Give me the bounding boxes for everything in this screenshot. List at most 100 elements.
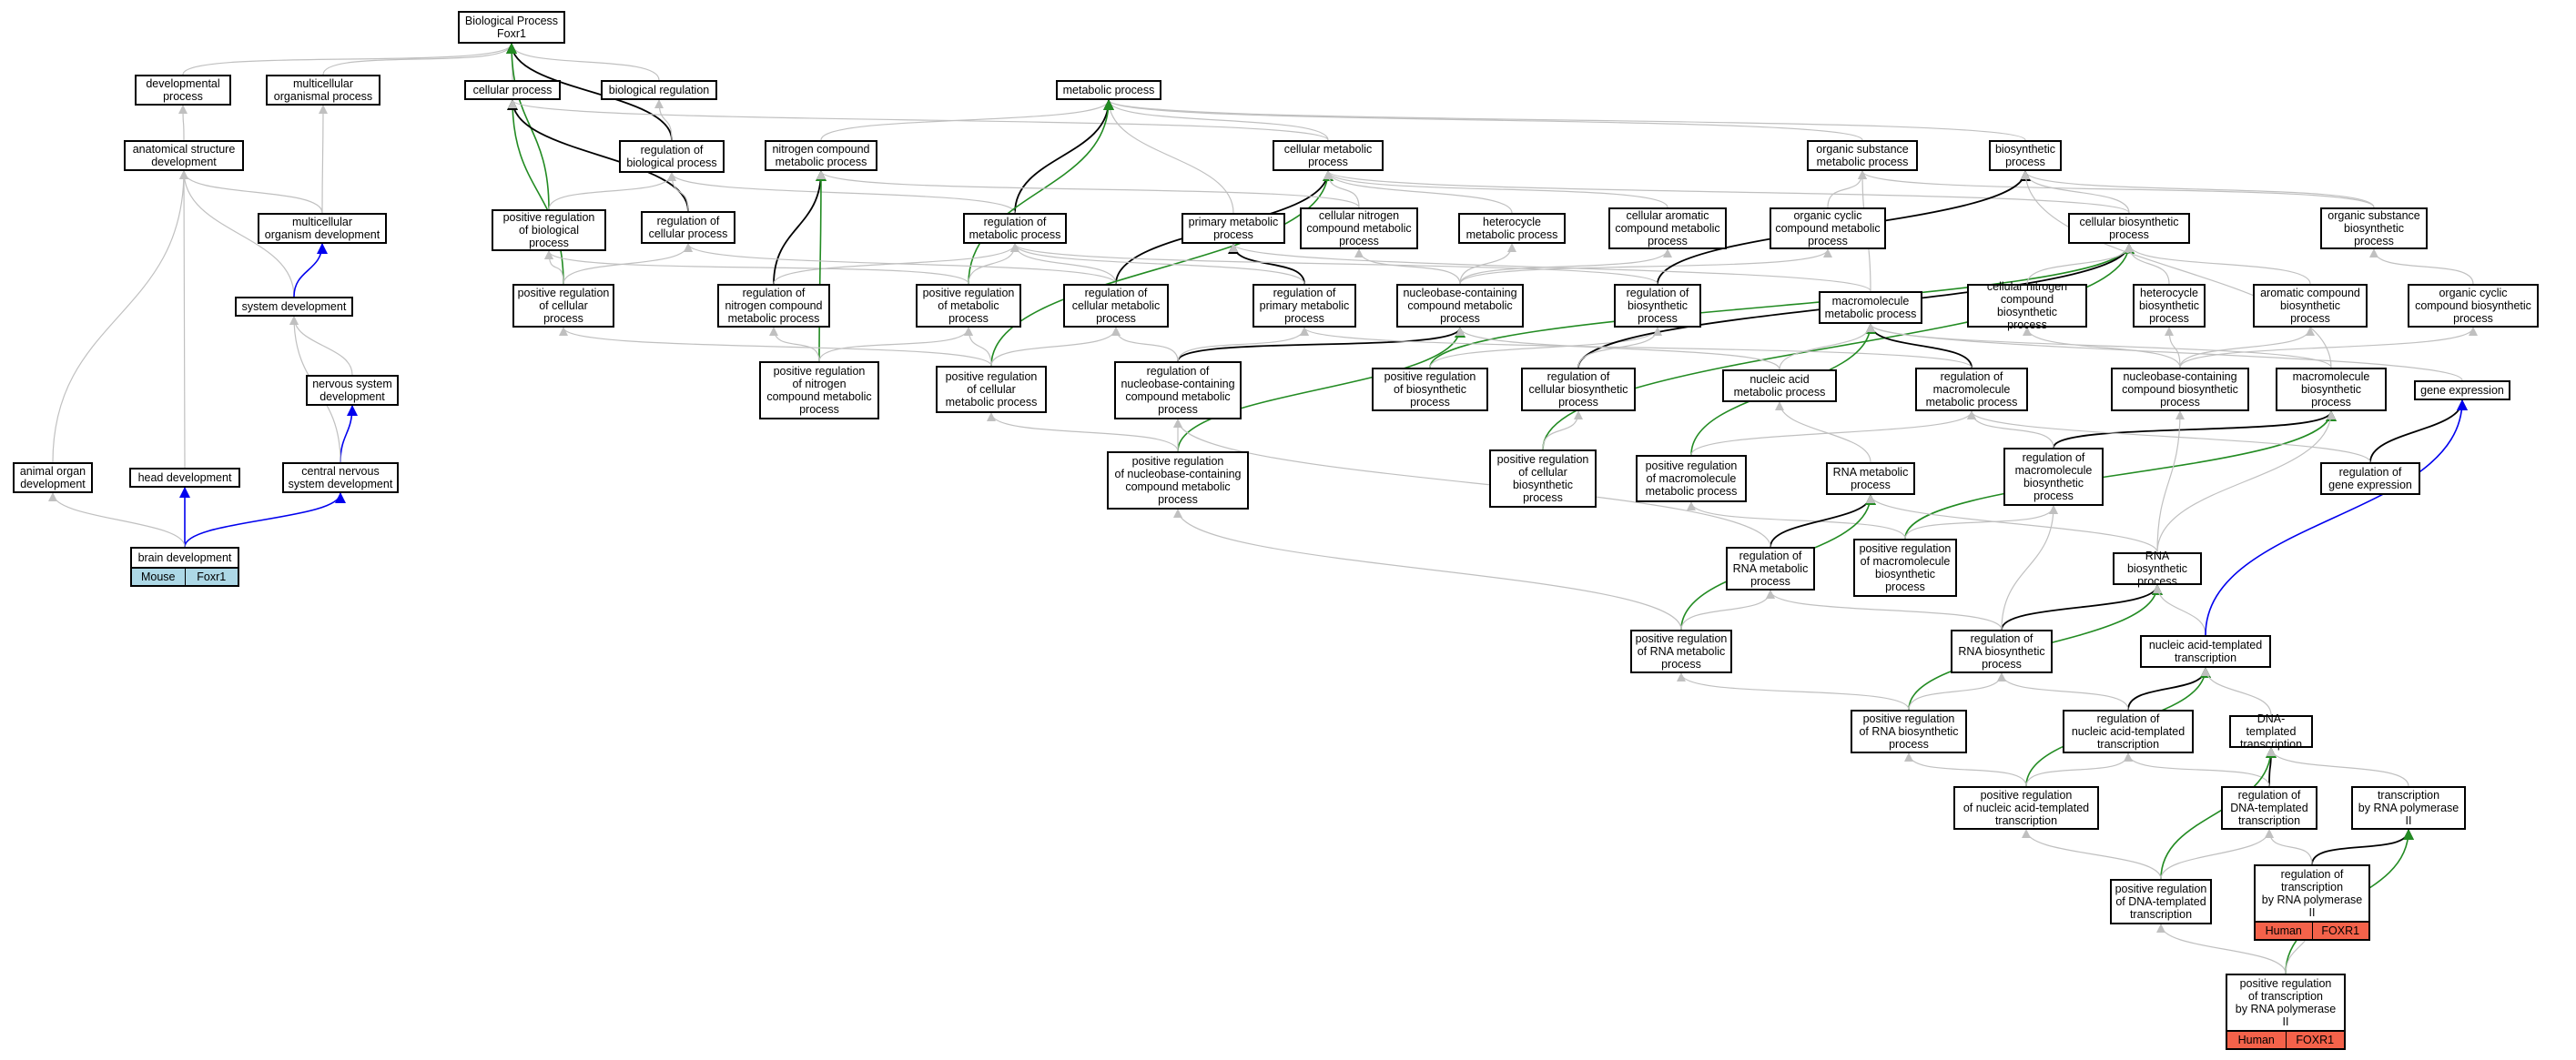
node-geneexp[interactable]: gene expression bbox=[2414, 380, 2510, 400]
is-a-edge bbox=[1866, 494, 2158, 553]
node-orgsubbio[interactable]: organic substance biosynthetic process bbox=[2320, 207, 2428, 249]
node-macrobio[interactable]: macromolecule biosynthetic process bbox=[2276, 368, 2387, 411]
node-cellmet[interactable]: cellular metabolic process bbox=[1273, 140, 1384, 171]
node-regdnatrans[interactable]: regulation of DNA-templated transcriptio… bbox=[2221, 786, 2317, 830]
node-headdev[interactable]: head development bbox=[129, 468, 240, 488]
node-devproc[interactable]: developmental process bbox=[135, 75, 231, 106]
is-a-edge bbox=[179, 170, 295, 298]
part-of-edge bbox=[293, 243, 328, 298]
is-a-edge bbox=[2369, 248, 2474, 285]
node-aromet[interactable]: cellular aromatic compound metabolic pro… bbox=[1608, 207, 1727, 249]
node-orgcycbio[interactable]: organic cyclic compound biosynthetic pro… bbox=[2408, 284, 2539, 328]
is-a-edge bbox=[48, 492, 186, 548]
positively-regulates-edge bbox=[990, 170, 1334, 367]
node-hetmet[interactable]: heterocycle metabolic process bbox=[1458, 213, 1566, 244]
node-primmet[interactable]: primary metabolic process bbox=[1182, 213, 1285, 244]
node-cnsdev[interactable]: central nervous system development bbox=[282, 462, 399, 493]
node-regnuc[interactable]: regulation of nucleobase-containing comp… bbox=[1114, 361, 1242, 419]
species-tag: Human bbox=[2256, 923, 2312, 939]
node-nucmet[interactable]: nucleobase-containing compound metabolic… bbox=[1396, 284, 1524, 328]
node-posregmet[interactable]: positive regulation of metabolic process bbox=[916, 284, 1021, 328]
node-posregdnatrans[interactable]: positive regulation of DNA-templated tra… bbox=[2110, 879, 2212, 924]
node-nitro[interactable]: nitrogen compound metabolic process bbox=[765, 140, 877, 171]
node-posregnuc[interactable]: positive regulation of nucleobase-contai… bbox=[1107, 451, 1249, 510]
node-regbio[interactable]: regulation of biological process bbox=[619, 140, 725, 173]
node-nsdev[interactable]: nervous system development bbox=[306, 375, 399, 406]
node-biosyn[interactable]: biosynthetic process bbox=[1989, 140, 2062, 171]
regulates-edge bbox=[2311, 829, 2414, 865]
species-tag: Mouse bbox=[132, 569, 185, 585]
node-macromet[interactable]: macromolecule metabolic process bbox=[1819, 291, 1922, 324]
node-regprim[interactable]: regulation of primary metabolic process bbox=[1253, 284, 1356, 328]
node-posregnit[interactable]: positive regulation of nitrogen compound… bbox=[759, 361, 879, 419]
node-bioreg[interactable]: biological regulation bbox=[601, 80, 717, 100]
node-rnabio[interactable]: RNA biosynthetic process bbox=[2113, 550, 2202, 588]
node-organdev[interactable]: animal organ development bbox=[13, 462, 93, 493]
node-regmet[interactable]: regulation of metabolic process bbox=[963, 213, 1067, 244]
node-posregnattrans[interactable]: positive regulation of nucleic acid-temp… bbox=[1953, 786, 2099, 830]
node-posregcellbio[interactable]: positive regulation of cellular biosynth… bbox=[1489, 449, 1597, 508]
node-cellnitbio[interactable]: cellular nitrogen compound biosynthetic … bbox=[1967, 280, 2087, 331]
node-posregmacrobio[interactable]: positive regulation of macromolecule bio… bbox=[1853, 539, 1957, 597]
is-a-edge bbox=[2021, 170, 2375, 208]
node-posregbio[interactable]: positive regulation of biological proces… bbox=[492, 209, 606, 251]
is-a-edge bbox=[987, 412, 1179, 452]
node-regmacro[interactable]: regulation of macromolecule metabolic pr… bbox=[1915, 368, 2028, 411]
is-a-edge bbox=[1104, 99, 1234, 214]
node-dnatrans[interactable]: DNA-templated transcription bbox=[2229, 712, 2313, 751]
is-a-edge bbox=[1904, 752, 2027, 787]
node-sysdev[interactable]: system development bbox=[235, 297, 353, 317]
node-hetbio[interactable]: heterocycle biosynthetic process bbox=[2133, 284, 2206, 328]
node-regrnabio[interactable]: regulation of RNA biosynthetic process bbox=[1951, 630, 2053, 673]
node-multiorg[interactable]: multicellular organismal process bbox=[266, 75, 380, 106]
node-regcellmet[interactable]: regulation of cellular metabolic process bbox=[1063, 284, 1169, 328]
is-a-edge bbox=[1323, 170, 1668, 208]
node-cellbio[interactable]: cellular biosynthetic process bbox=[2068, 213, 2190, 244]
is-a-edge bbox=[816, 170, 1360, 208]
node-braindev[interactable]: brain development bbox=[130, 547, 239, 567]
node-posregrnamet[interactable]: positive regulation of RNA metabolic pro… bbox=[1630, 630, 1732, 673]
regulates-edge bbox=[2053, 410, 2337, 449]
node-multidev[interactable]: multicellular organism development bbox=[258, 213, 387, 244]
node-orgcyc[interactable]: organic cyclic compound metabolic proces… bbox=[1770, 207, 1886, 249]
node-regmacrobio[interactable]: regulation of macromolecule biosynthetic… bbox=[2003, 448, 2104, 506]
node-posregtranspol[interactable]: positive regulation of transcription by … bbox=[2226, 974, 2346, 1030]
node-nucbio[interactable]: nucleobase-containing compound biosynthe… bbox=[2111, 368, 2249, 411]
is-a-edge bbox=[289, 316, 353, 376]
node-posregcellmet[interactable]: positive regulation of cellular metaboli… bbox=[936, 366, 1047, 413]
is-a-edge bbox=[1779, 323, 1875, 370]
node-anatdev[interactable]: anatomical structure development bbox=[124, 140, 244, 171]
node-reggene[interactable]: regulation of gene expression bbox=[2320, 462, 2420, 495]
node-regcellbio[interactable]: regulation of cellular biosynthetic proc… bbox=[1521, 368, 1636, 411]
is-a-edge bbox=[563, 243, 693, 285]
node-regrnamet[interactable]: regulation of RNA metabolic process bbox=[1726, 547, 1815, 591]
node-regnit[interactable]: regulation of nitrogen compound metaboli… bbox=[717, 284, 830, 328]
node-nucacid[interactable]: nucleic acid metabolic process bbox=[1722, 369, 1837, 402]
node-regcell[interactable]: regulation of cellular process bbox=[641, 211, 735, 244]
node-posregmacro[interactable]: positive regulation of macromolecule met… bbox=[1636, 455, 1747, 502]
node-regnattrans[interactable]: regulation of nucleic acid-templated tra… bbox=[2063, 710, 2194, 753]
is-a-edge bbox=[1229, 243, 1871, 292]
node-nattrans[interactable]: nucleic acid-templated transcription bbox=[2140, 635, 2271, 668]
node-rnamet[interactable]: RNA metabolic process bbox=[1826, 462, 1915, 495]
node-orgsub[interactable]: organic substance metabolic process bbox=[1807, 140, 1918, 171]
is-a-edge bbox=[684, 243, 1117, 285]
is-a-edge bbox=[2267, 747, 2409, 787]
node-posregbiosyn[interactable]: positive regulation of biosynthetic proc… bbox=[1372, 368, 1488, 411]
node-posregrnabio[interactable]: positive regulation of RNA biosynthetic … bbox=[1851, 710, 1967, 753]
node-cellproc[interactable]: cellular process bbox=[464, 80, 561, 100]
node-regtranspol[interactable]: regulation of transcription by RNA polym… bbox=[2254, 864, 2370, 921]
node-metab[interactable]: metabolic process bbox=[1056, 80, 1161, 100]
is-a-edge bbox=[2165, 327, 2181, 368]
node-transpol[interactable]: transcription by RNA polymerase II bbox=[2351, 786, 2466, 830]
part-of-edge bbox=[2205, 399, 2468, 636]
node-posregcell[interactable]: positive regulation of cellular process bbox=[512, 284, 614, 328]
node-cellnit[interactable]: cellular nitrogen compound metabolic pro… bbox=[1300, 207, 1418, 249]
node-arobio[interactable]: aromatic compound biosynthetic process bbox=[2253, 284, 2368, 328]
node-root[interactable]: Biological Process Foxr1 bbox=[458, 11, 565, 44]
node-regbiosyn[interactable]: regulation of biosynthetic process bbox=[1614, 284, 1701, 328]
positively-regulates-edge bbox=[815, 170, 827, 362]
